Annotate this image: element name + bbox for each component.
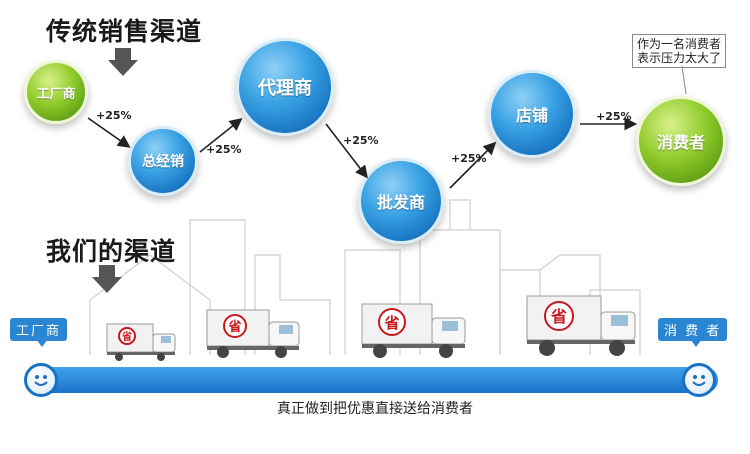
factory-tag: 工厂商: [10, 318, 68, 341]
truck-icon: 省: [361, 303, 466, 358]
node-wholesaler: 批发商: [358, 158, 444, 244]
truck-badge-4: 省: [550, 307, 567, 326]
node-agent: 代理商: [236, 38, 334, 136]
consumer-tag: 消 费 者: [658, 318, 728, 341]
node-factory: 工厂商: [24, 60, 88, 124]
smiley-icon: [682, 363, 716, 397]
truck-icon: 省: [526, 295, 636, 356]
our-channel-heading: 我们的渠道: [46, 237, 177, 266]
markup-label-1: +25%: [96, 109, 132, 122]
arrow-3: [325, 123, 368, 179]
node-store: 店铺: [488, 70, 576, 158]
node-consumer: 消费者: [636, 96, 726, 186]
direct-channel-caption: 真正做到把优惠直接送给消费者: [277, 401, 473, 417]
markup-label-5: +25%: [596, 110, 632, 123]
arrow-2: [199, 118, 243, 153]
markup-label-3: +25%: [343, 134, 379, 147]
smiley-icon: [24, 363, 58, 397]
consumer-complaint-note: 作为一名消费者 表示压力太大了: [632, 34, 727, 68]
down-arrow-icon: [108, 48, 138, 76]
down-arrow-icon: [92, 265, 122, 293]
arrow-4: [449, 141, 497, 189]
tag-pointer-icon: [36, 339, 48, 347]
truck-icon: 省: [106, 323, 176, 361]
arrow-1: [87, 117, 131, 148]
note-line-1: 作为一名消费者: [637, 37, 722, 51]
truck-badge-2: 省: [227, 319, 241, 335]
note-line-2: 表示压力太大了: [637, 51, 722, 65]
note-pointer-icon: [681, 66, 687, 95]
markup-label-2: +25%: [206, 143, 242, 156]
direct-channel-bar: [28, 367, 718, 393]
markup-label-4: +25%: [451, 152, 487, 165]
tag-pointer-icon: [690, 339, 702, 347]
traditional-channel-heading: 传统销售渠道: [46, 17, 203, 46]
truck-badge-3: 省: [383, 314, 399, 332]
truck-icon: 省: [206, 309, 300, 358]
truck-badge-1: 省: [121, 330, 132, 343]
node-general-distributor: 总经销: [128, 126, 198, 196]
